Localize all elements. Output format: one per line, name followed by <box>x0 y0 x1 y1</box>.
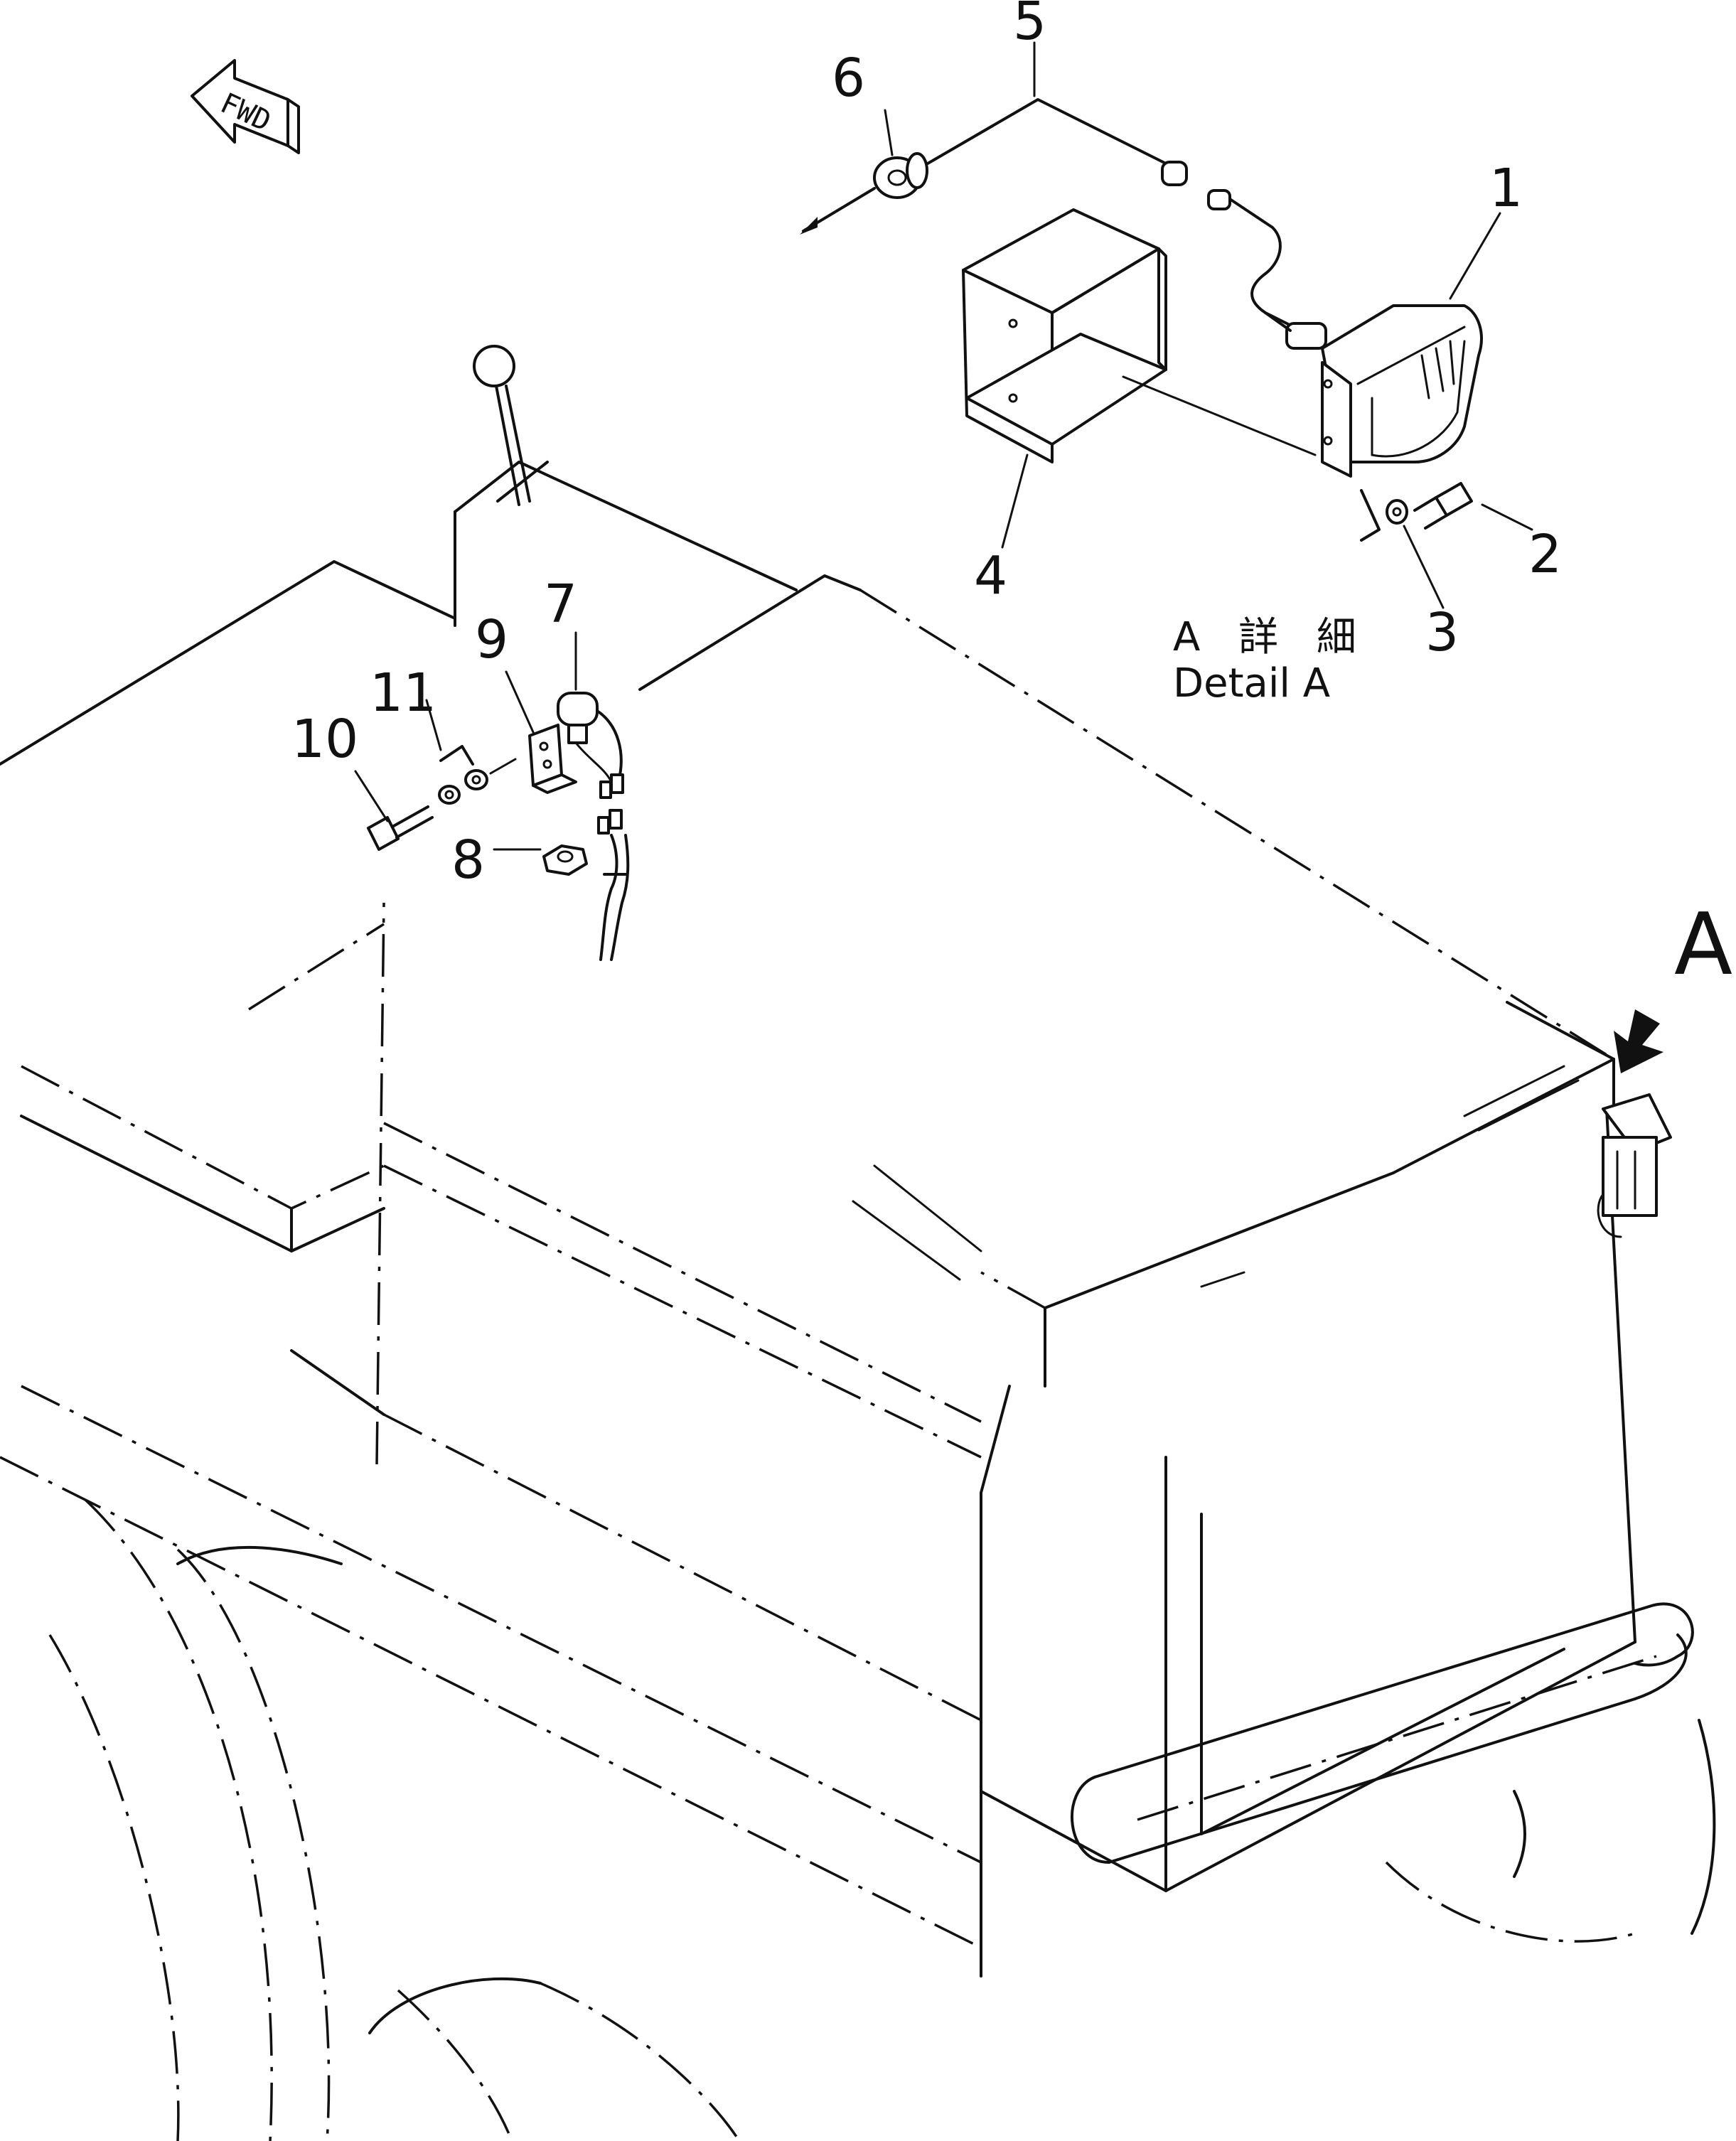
callout-10: 10 <box>291 709 358 770</box>
vehicle-body <box>0 461 1716 2141</box>
detail-a-location: A <box>1597 896 1732 1238</box>
callout-5: 5 <box>1013 0 1046 52</box>
callout-1: 1 <box>1489 158 1523 219</box>
detail-caption: A 詳 細 Detail A <box>1173 614 1369 707</box>
detail-caption-jp: A 詳 細 <box>1173 614 1369 660</box>
fwd-arrow: FWD <box>191 59 300 154</box>
detail-caption-en: Detail A <box>1173 660 1330 707</box>
callout-7: 7 <box>544 574 577 635</box>
callout-8: 8 <box>451 830 485 891</box>
callout-6: 6 <box>832 48 865 109</box>
leader-lines <box>354 41 1533 851</box>
detail-a-marker: A <box>1674 896 1732 994</box>
detail-a-assembly <box>800 98 1483 542</box>
callout-2: 2 <box>1528 524 1562 585</box>
callout-9: 9 <box>475 609 508 670</box>
callout-11: 11 <box>370 662 436 724</box>
callouts: 1 2 3 4 5 6 7 8 9 10 11 <box>291 0 1562 891</box>
control-lever <box>473 345 531 506</box>
lamp-assembly-small <box>367 692 630 961</box>
callout-3: 3 <box>1425 602 1459 663</box>
callout-4: 4 <box>974 545 1007 606</box>
